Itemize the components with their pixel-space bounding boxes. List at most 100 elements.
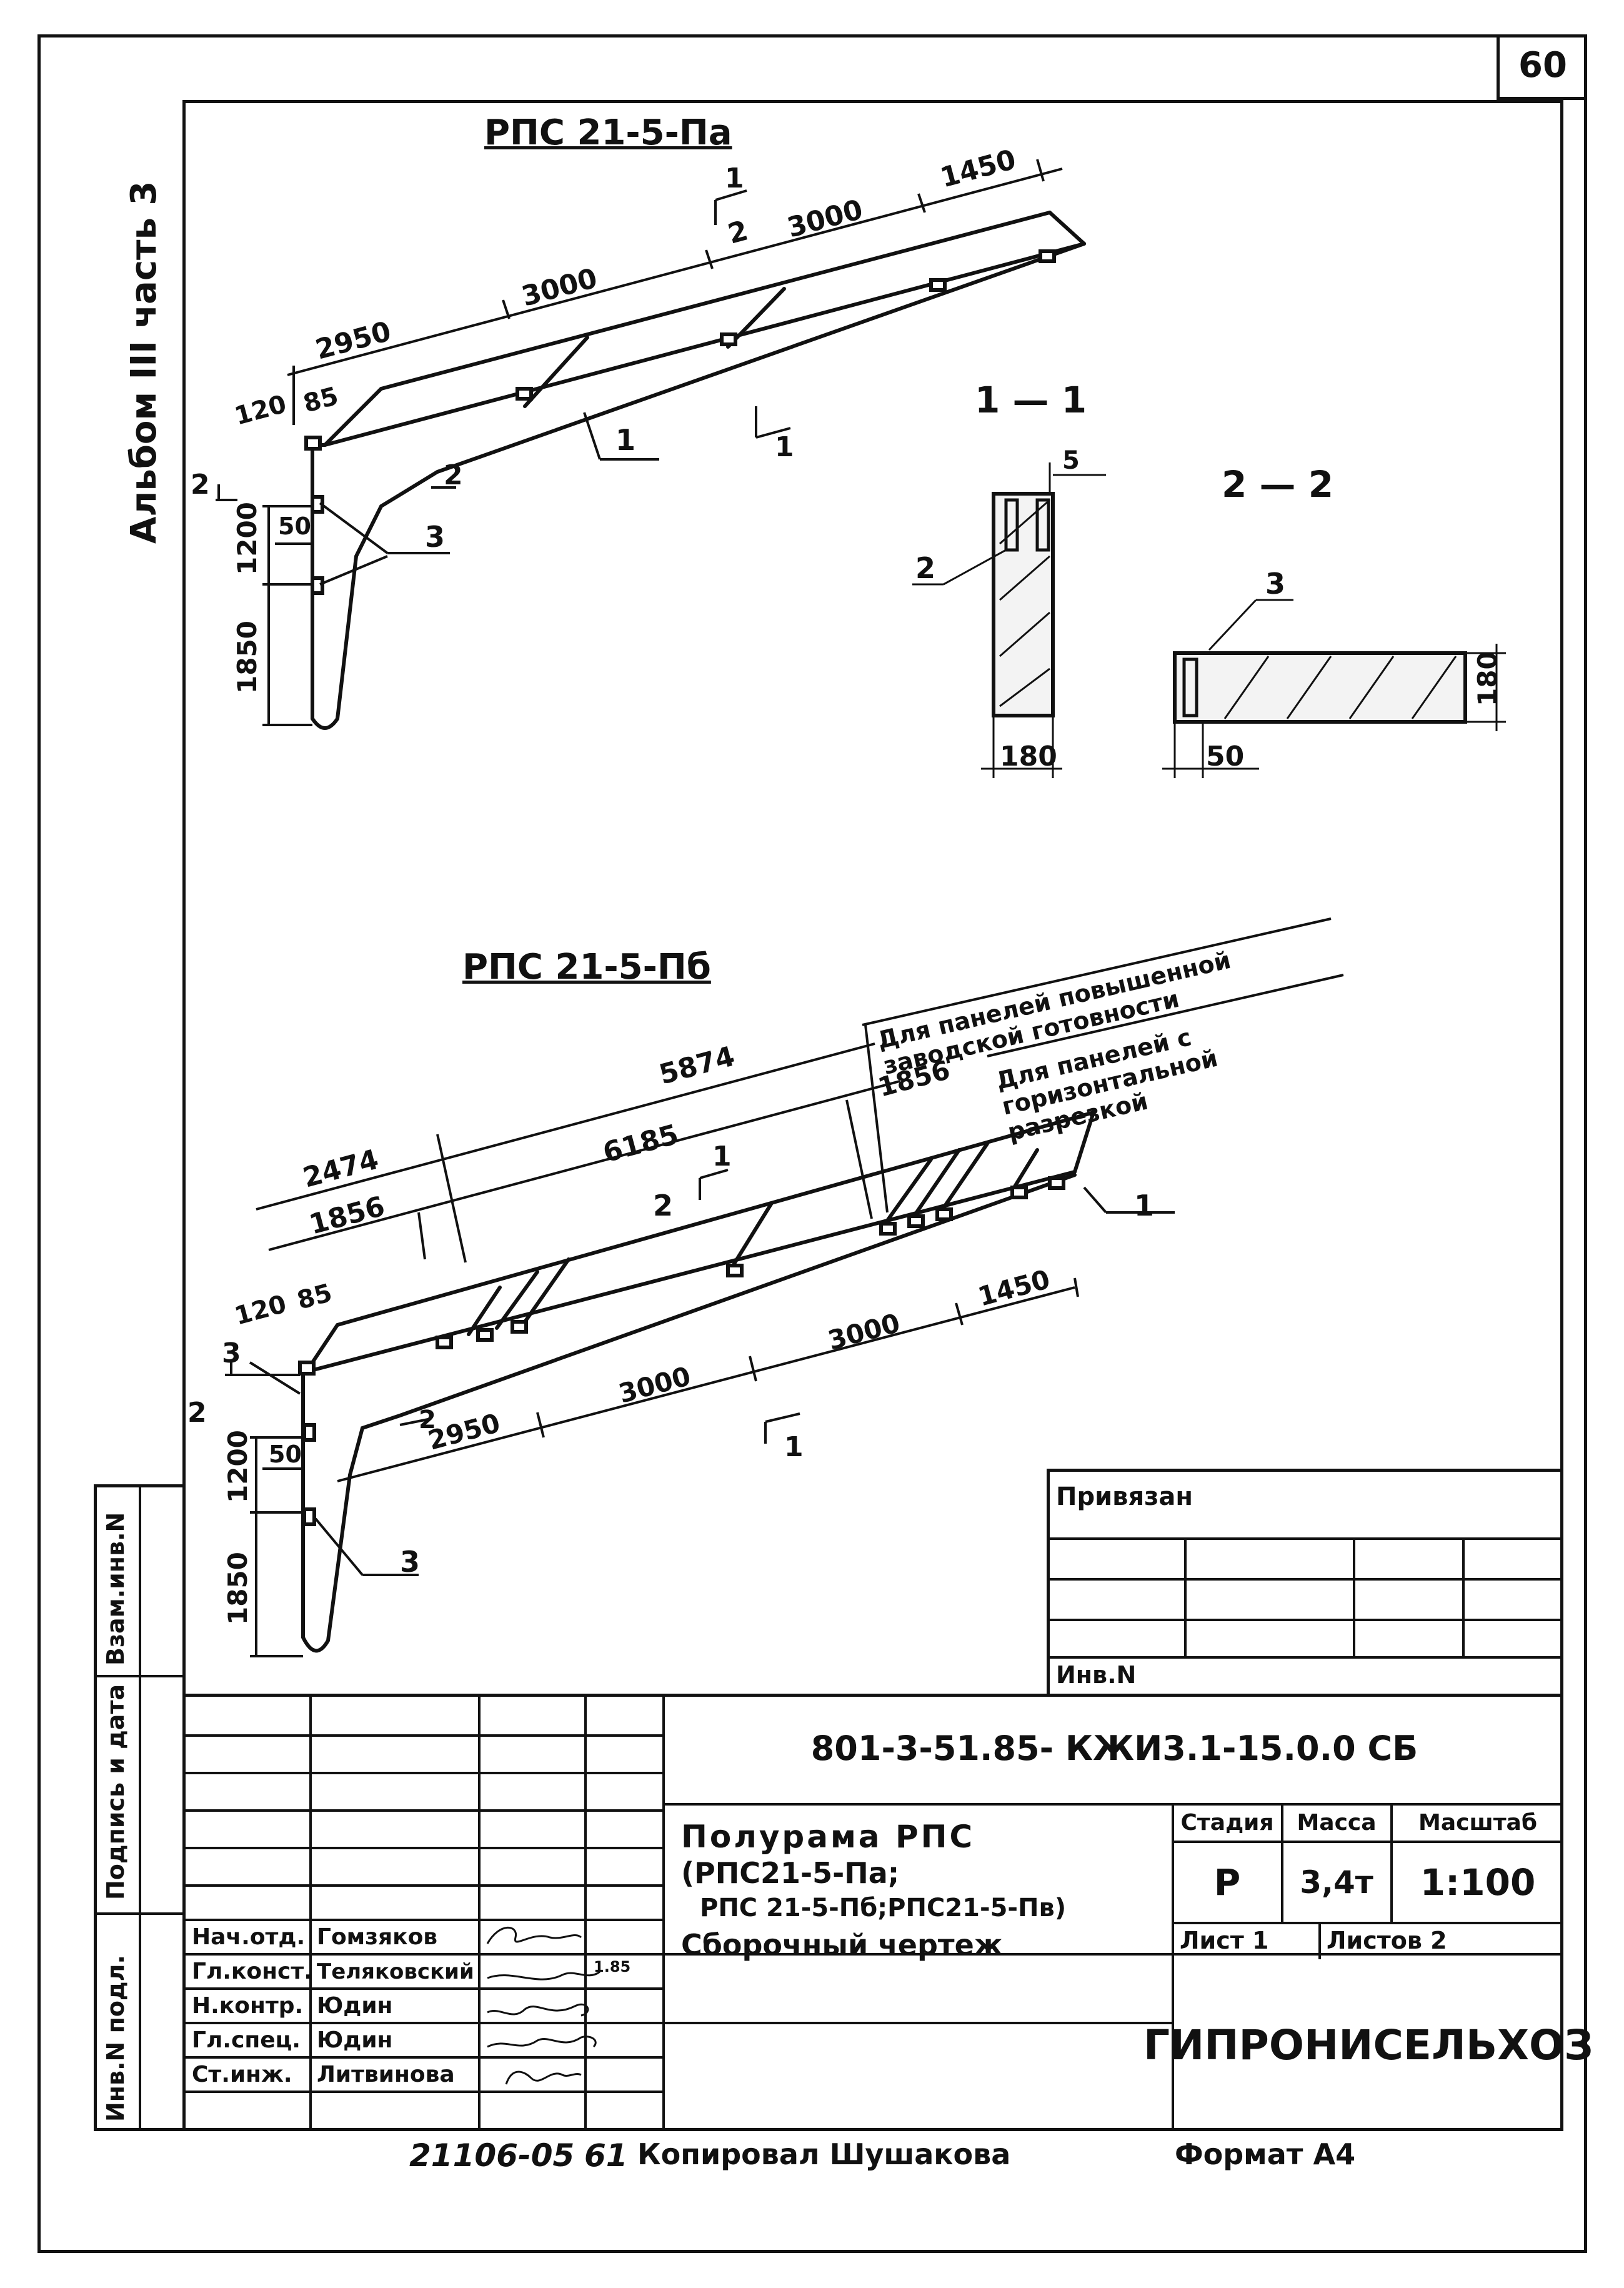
tb-col: [584, 1694, 587, 2131]
binding-table: [1047, 1469, 1563, 1694]
svg-text:5: 5: [1062, 446, 1080, 475]
svg-text:1856: 1856: [306, 1191, 388, 1241]
svg-text:85: 85: [294, 1279, 336, 1316]
binding-col-line: [1462, 1537, 1465, 1656]
svg-text:1850: 1850: [222, 1552, 253, 1625]
tb-col: [1318, 1922, 1321, 1959]
tb-row: [182, 2091, 662, 2093]
stage-value: Р: [1213, 1861, 1241, 1904]
tb-row: [182, 1953, 1563, 1956]
svg-text:50: 50: [1206, 741, 1244, 772]
svg-text:50: 50: [278, 512, 311, 540]
svg-text:1: 1: [725, 162, 744, 194]
svg-text:1450: 1450: [975, 1264, 1054, 1312]
left-strip-podpis: Подпись и дата: [102, 1684, 129, 1900]
svg-text:2: 2: [187, 1397, 207, 1429]
svg-text:180: 180: [1000, 741, 1057, 772]
name-3: Юдин: [317, 2027, 393, 2053]
left-strip: [94, 1484, 182, 2131]
footer-number: 21106-05: [409, 2137, 575, 2174]
drawing-frame: [182, 100, 1563, 2131]
svg-text:3000: 3000: [784, 194, 866, 244]
svg-text:1200: 1200: [222, 1430, 253, 1503]
tb-code-row: [662, 1803, 1563, 1806]
tb-row: [182, 1772, 662, 1774]
svg-text:1200: 1200: [232, 502, 262, 575]
binding-row-line: [1047, 1619, 1563, 1621]
svg-text:2: 2: [725, 214, 752, 250]
svg-text:2: 2: [444, 459, 463, 491]
tb-col: [1390, 1803, 1393, 1922]
tb-col: [1281, 1803, 1283, 1922]
mass-label: Масса: [1297, 1809, 1377, 1836]
name-2: Юдин: [317, 1993, 393, 2019]
tb-row: [182, 2056, 662, 2059]
tb-row: [182, 1847, 662, 1849]
scale-value: 1:100: [1420, 1861, 1536, 1904]
tb-name-row: [662, 2022, 1172, 2024]
svg-text:2: 2: [191, 469, 210, 501]
name-line-4: Сборочный чертеж: [681, 1928, 1003, 1962]
tb-row: [182, 1734, 662, 1737]
stage-label: Стадия: [1180, 1809, 1274, 1836]
svg-text:2: 2: [419, 1406, 436, 1434]
role-4: Ст.инж.: [192, 2062, 292, 2087]
svg-text:3000: 3000: [825, 1307, 904, 1356]
left-strip-inv: Инв.N подл.: [102, 1955, 129, 2122]
svg-text:6185: 6185: [600, 1119, 682, 1169]
tb-col: [309, 1694, 312, 2131]
binding-header: Привязан: [1056, 1482, 1193, 1511]
binding-row-line: [1047, 1537, 1563, 1540]
mass-value: 3,4т: [1300, 1864, 1373, 1901]
name-line-3: РПС 21-5-Пб;РПС21-5-Пв): [700, 1894, 1067, 1922]
svg-text:1: 1: [775, 431, 794, 463]
role-3: Гл.спец.: [192, 2027, 301, 2053]
tb-row: [1172, 1841, 1563, 1843]
tb-row: [1172, 1922, 1563, 1924]
svg-text:3: 3: [425, 520, 445, 554]
svg-text:120: 120: [232, 390, 290, 431]
tb-row: [182, 1809, 662, 1812]
binding-row-line: [1047, 1578, 1563, 1581]
name-1: Теляковский: [317, 1959, 474, 1984]
svg-text:50: 50: [269, 1441, 302, 1468]
binding-col-line: [1353, 1537, 1355, 1656]
svg-text:2: 2: [915, 551, 935, 585]
svg-text:1: 1: [784, 1431, 804, 1463]
left-strip-vzam: Взам.инв.N: [102, 1512, 129, 1666]
svg-text:85: 85: [301, 382, 342, 419]
name-line-2: (РПС21-5-Па;: [681, 1856, 900, 1890]
svg-text:3: 3: [222, 1337, 241, 1369]
name-4: Литвинова: [317, 2062, 455, 2087]
outer-frame: [37, 34, 1587, 2253]
svg-text:1450: 1450: [937, 144, 1019, 194]
signatures: [486, 1926, 600, 2085]
svg-text:1: 1: [615, 423, 635, 457]
drawing-code: 801-3-51.85- КЖИ3.1-15.0.0 СБ: [810, 1728, 1418, 1768]
bottom-view-title: РПС 21-5-Пб: [462, 947, 711, 987]
name-0: Гомзяков: [317, 1924, 438, 1950]
left-strip-divider: [139, 1484, 141, 2131]
sheet-number: 60: [1518, 45, 1567, 86]
binding-row-line: [1047, 1656, 1563, 1659]
tb-row: [182, 1884, 662, 1887]
left-strip-row: [94, 1912, 182, 1915]
tb-row: [182, 1987, 662, 1990]
svg-text:1 — 1: 1 — 1: [975, 379, 1087, 421]
svg-text:2 — 2: 2 — 2: [1222, 463, 1333, 506]
footer-copied: Копировал Шушакова: [637, 2137, 1011, 2171]
name-line-1: Полурама РПС: [681, 1819, 975, 1855]
sheet-label: Лист 1: [1180, 1926, 1269, 1954]
svg-text:3000: 3000: [615, 1361, 694, 1409]
sheet-number-box: [1497, 34, 1587, 100]
tb-col: [662, 1694, 665, 2131]
svg-text:1: 1: [712, 1141, 732, 1172]
top-view-title: РПС 21-5-Па: [484, 112, 732, 153]
svg-text:2: 2: [653, 1189, 673, 1222]
tb-row: [182, 1919, 662, 1921]
role-0: Нач.отд.: [192, 1924, 306, 1950]
role-1: Гл.конст.: [192, 1959, 312, 1984]
svg-text:180: 180: [1472, 651, 1503, 706]
binding-col-line: [1184, 1537, 1187, 1656]
